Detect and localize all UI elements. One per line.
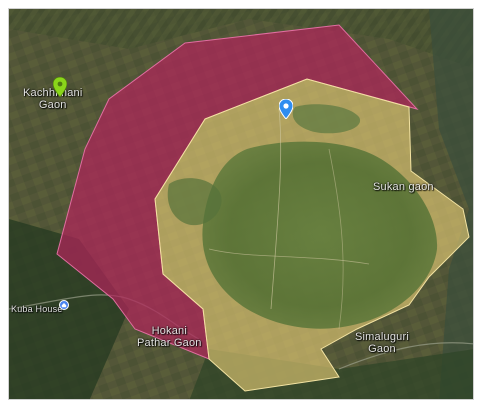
- forest-north-patch: [292, 104, 361, 134]
- place-label-kachhimani: Kachhimani Gaon: [23, 87, 83, 111]
- place-label-simaluguri: Simaluguri Gaon: [355, 331, 409, 355]
- trail-3: [328, 148, 344, 330]
- trail-2: [208, 248, 370, 265]
- place-label-sukanjan: Sukan gaon: [373, 181, 434, 193]
- forest-west-lobe: [167, 178, 222, 226]
- place-label-hokeni: Hokani Pathar Gaon: [137, 325, 202, 349]
- west-woodland: [9, 219, 129, 399]
- road-east: [338, 342, 473, 370]
- satellite-map[interactable]: Kachhimani Gaon Sukan gaon Kuba House Ho…: [8, 8, 474, 400]
- place-label-cuba-house: Kuba House: [11, 304, 63, 314]
- east-woodland: [429, 9, 473, 399]
- north-farmland: [9, 9, 473, 69]
- central-forest: [202, 141, 438, 329]
- trail-1: [270, 108, 282, 310]
- map-canvas[interactable]: [9, 9, 474, 400]
- map-pin-icon[interactable]: [53, 77, 67, 97]
- map-pin-icon[interactable]: [279, 99, 293, 119]
- poi-house-icon[interactable]: [59, 300, 69, 310]
